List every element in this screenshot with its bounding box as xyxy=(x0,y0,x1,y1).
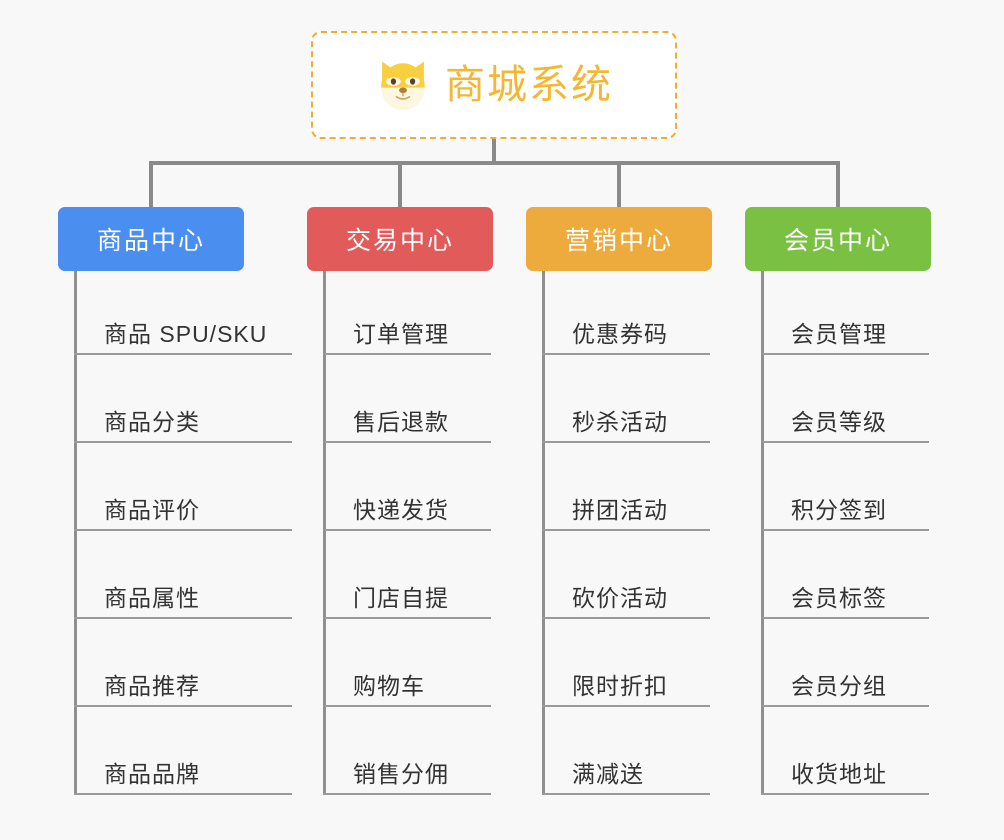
leaf-item[interactable]: 快递发货 xyxy=(323,443,491,531)
leaf-item[interactable]: 优惠券码 xyxy=(542,267,710,355)
leaf-item[interactable]: 商品推荐 xyxy=(74,619,292,707)
leaf-item[interactable]: 会员分组 xyxy=(761,619,929,707)
category-label: 交易中心 xyxy=(307,207,493,271)
dog-face-icon xyxy=(375,58,431,112)
category-marketing-center[interactable]: 营销中心 xyxy=(526,207,712,271)
category-member-center[interactable]: 会员中心 xyxy=(745,207,931,271)
leaf-item[interactable]: 会员等级 xyxy=(761,355,929,443)
leaf-item[interactable]: 会员标签 xyxy=(761,531,929,619)
leaf-item[interactable]: 砍价活动 xyxy=(542,531,710,619)
connector-drop-2 xyxy=(398,161,402,209)
connector-root-stem xyxy=(492,139,496,164)
category-product-center[interactable]: 商品中心 xyxy=(58,207,244,271)
leaf-item[interactable]: 限时折扣 xyxy=(542,619,710,707)
leaf-item[interactable]: 门店自提 xyxy=(323,531,491,619)
leaf-item[interactable]: 积分签到 xyxy=(761,443,929,531)
category-label: 会员中心 xyxy=(745,207,931,271)
leaf-item[interactable]: 购物车 xyxy=(323,619,491,707)
connector-bus xyxy=(149,161,839,165)
leaf-item[interactable]: 订单管理 xyxy=(323,267,491,355)
leaf-item[interactable]: 拼团活动 xyxy=(542,443,710,531)
column-trunk-member-center xyxy=(761,271,764,795)
category-label: 营销中心 xyxy=(526,207,712,271)
connector-drop-3 xyxy=(617,161,621,209)
leaf-item[interactable]: 商品评价 xyxy=(74,443,292,531)
category-label: 商品中心 xyxy=(58,207,244,271)
leaf-item[interactable]: 售后退款 xyxy=(323,355,491,443)
column-trunk-product-center xyxy=(74,271,77,795)
leaf-item[interactable]: 商品分类 xyxy=(74,355,292,443)
column-trunk-marketing-center xyxy=(542,271,545,795)
category-trade-center[interactable]: 交易中心 xyxy=(307,207,493,271)
leaf-item[interactable]: 收货地址 xyxy=(761,707,929,795)
leaf-item[interactable]: 满减送 xyxy=(542,707,710,795)
leaf-item[interactable]: 商品属性 xyxy=(74,531,292,619)
connector-drop-4 xyxy=(836,161,840,209)
leaf-item[interactable]: 秒杀活动 xyxy=(542,355,710,443)
column-trunk-trade-center xyxy=(323,271,326,795)
leaf-item[interactable]: 会员管理 xyxy=(761,267,929,355)
connector-drop-1 xyxy=(149,161,153,209)
leaf-item[interactable]: 商品品牌 xyxy=(74,707,292,795)
root-node[interactable]: 商城系统 xyxy=(311,31,677,139)
root-label: 商城系统 xyxy=(445,63,613,107)
leaf-item[interactable]: 销售分佣 xyxy=(323,707,491,795)
leaf-item[interactable]: 商品 SPU/SKU xyxy=(74,267,292,355)
